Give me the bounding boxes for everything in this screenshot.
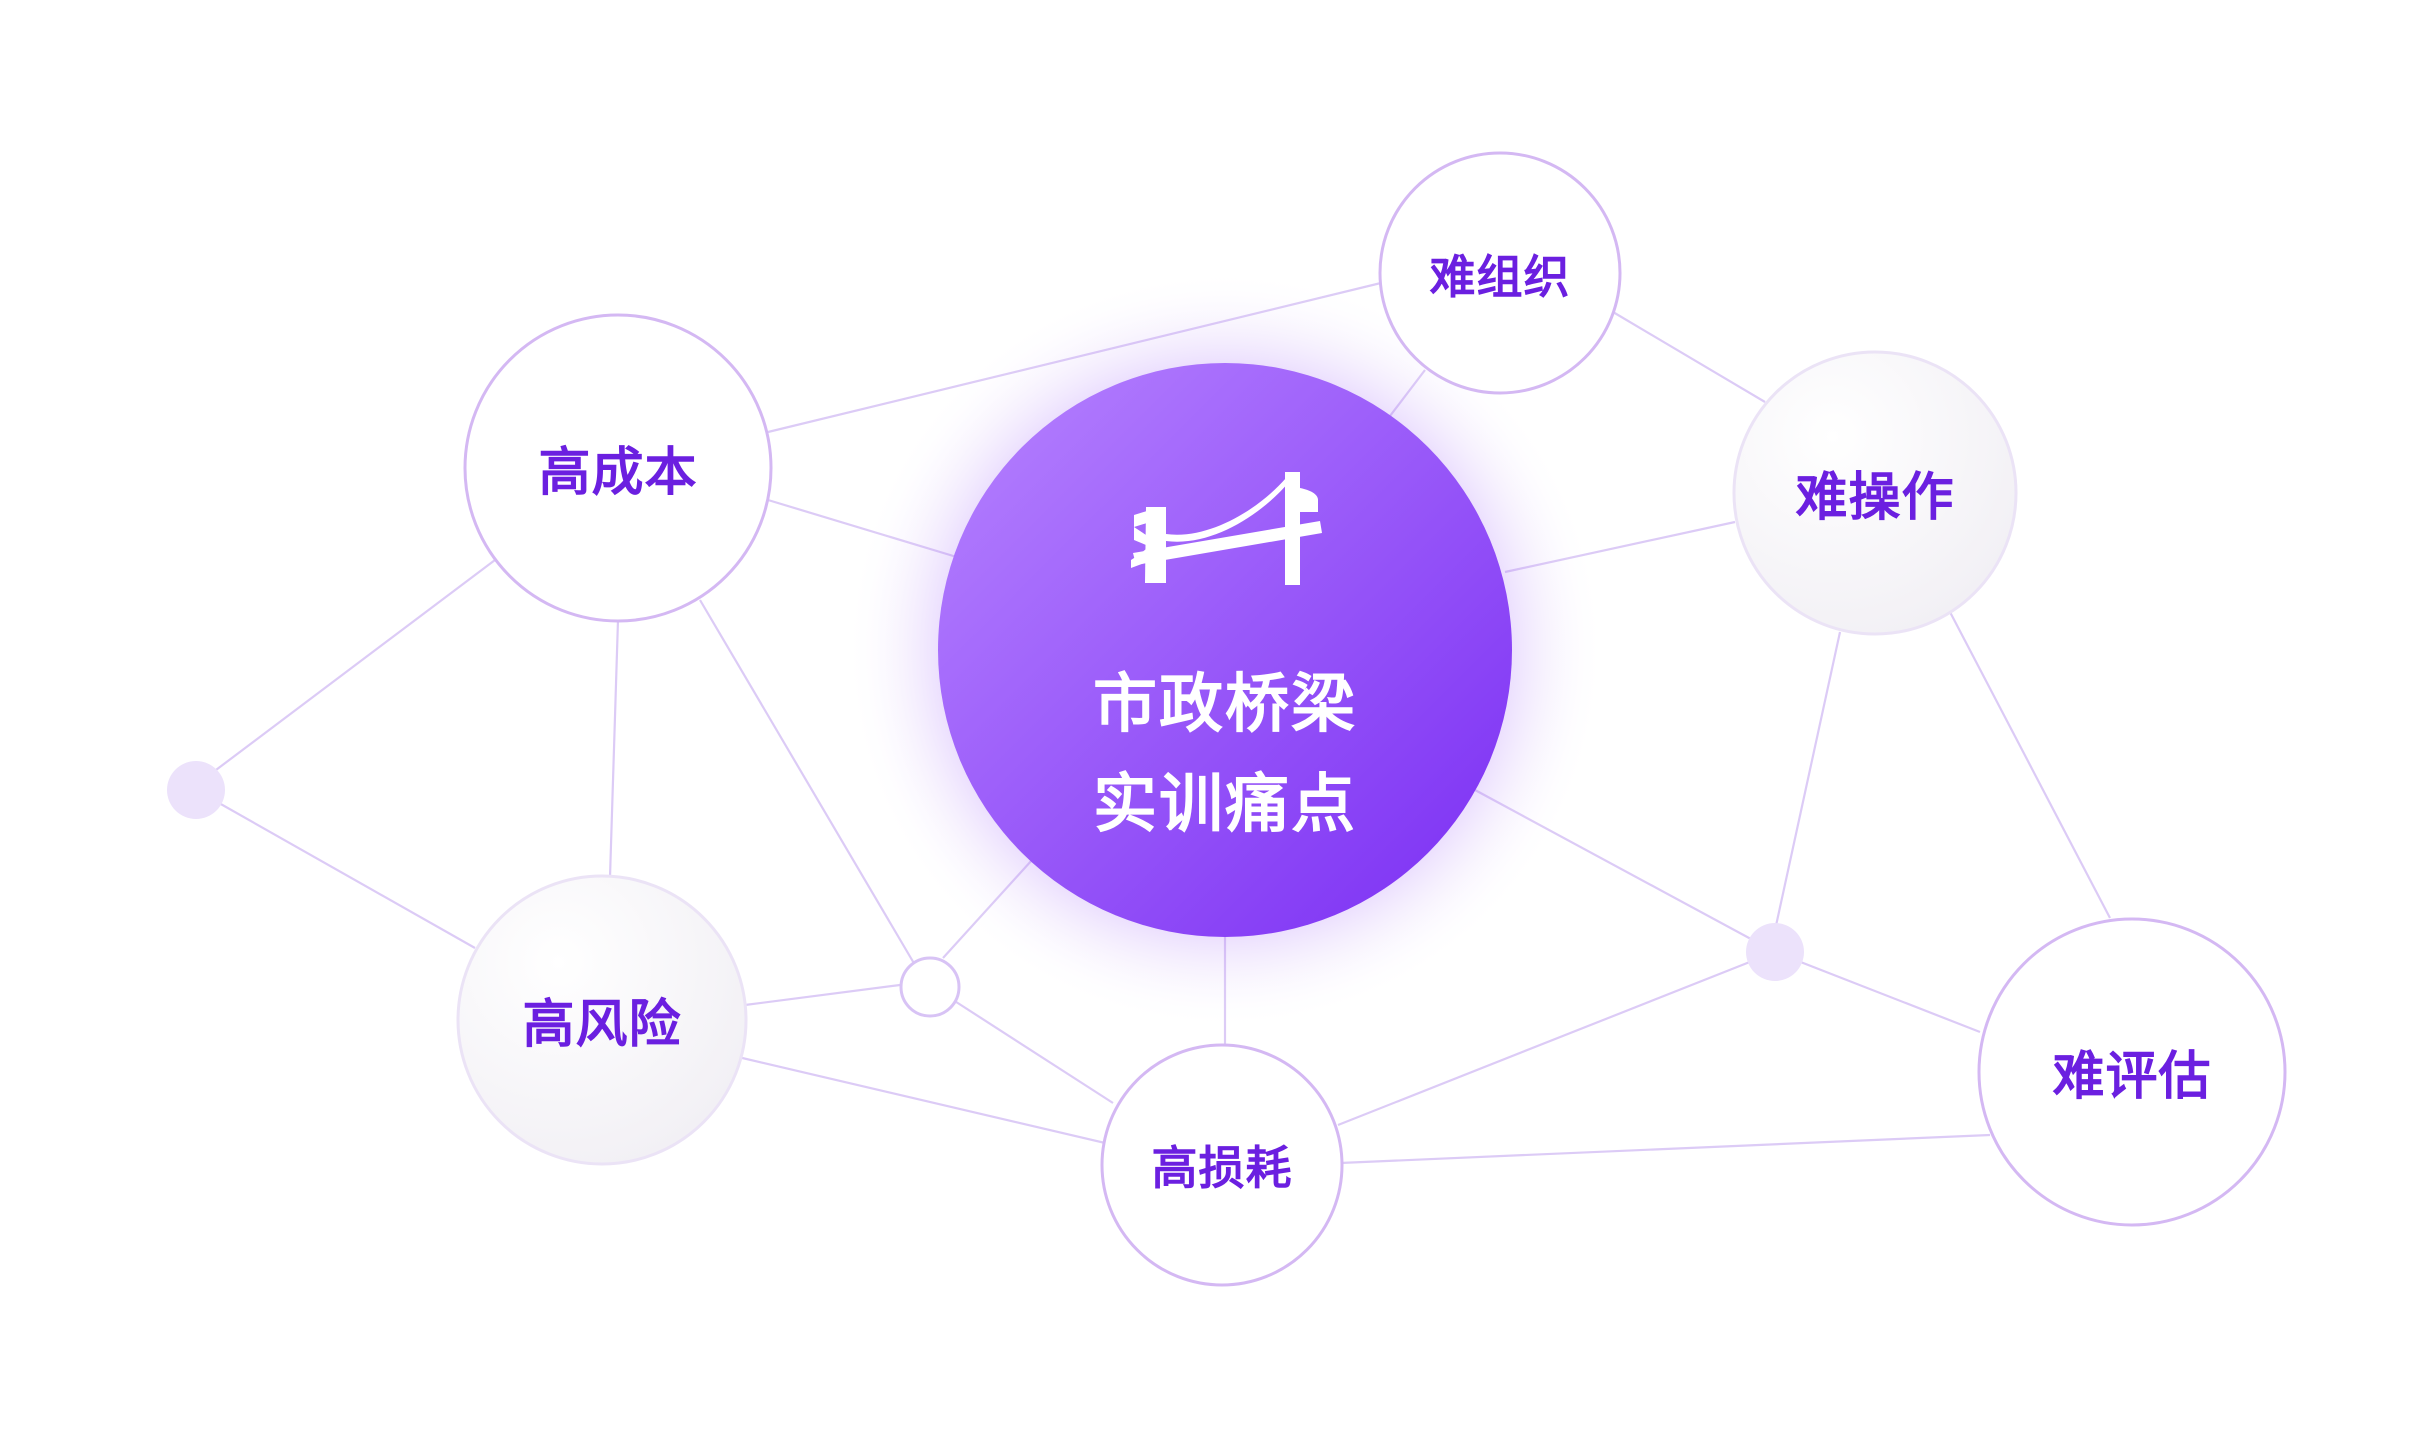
node-label: 高风险	[522, 995, 681, 1055]
edge	[1774, 950, 1981, 1034]
center-title-line1: 市政桥梁	[1093, 668, 1357, 742]
edge	[195, 789, 476, 949]
node-label: 高成本	[538, 443, 697, 503]
node-high-cost: 高成本	[463, 313, 773, 623]
small-dot-left	[167, 761, 225, 819]
small-ring-node	[899, 956, 961, 1018]
small-dot-right	[1746, 923, 1804, 981]
edge	[195, 559, 496, 786]
edge	[744, 983, 901, 1007]
edge	[949, 997, 1114, 1104]
node-label: 高损耗	[1152, 1141, 1293, 1195]
node-label: 难组织	[1430, 250, 1571, 304]
edge	[1949, 611, 2111, 919]
edge	[1770, 631, 1842, 945]
node-hard-to-operate: 难操作	[1732, 350, 2018, 636]
edge	[1612, 311, 1766, 403]
bridge-icon	[1131, 472, 1322, 585]
node-label: 难操作	[1795, 468, 1954, 528]
edges	[195, 280, 2111, 1165]
edge	[1337, 950, 1776, 1127]
node-high-risk: 高风险	[456, 874, 748, 1166]
node-label: 难评估	[2052, 1047, 2211, 1107]
edge	[608, 619, 620, 878]
edge	[737, 1055, 1106, 1145]
node-hard-to-evaluate: 难评估	[1977, 917, 2287, 1227]
node-high-loss: 高损耗	[1100, 1043, 1344, 1287]
center-title-line2: 实训痛点	[1093, 768, 1357, 842]
node-hard-to-organize: 难组织	[1378, 151, 1622, 395]
edge	[699, 599, 926, 983]
center-node	[938, 363, 1512, 937]
edge	[1339, 1133, 1991, 1165]
